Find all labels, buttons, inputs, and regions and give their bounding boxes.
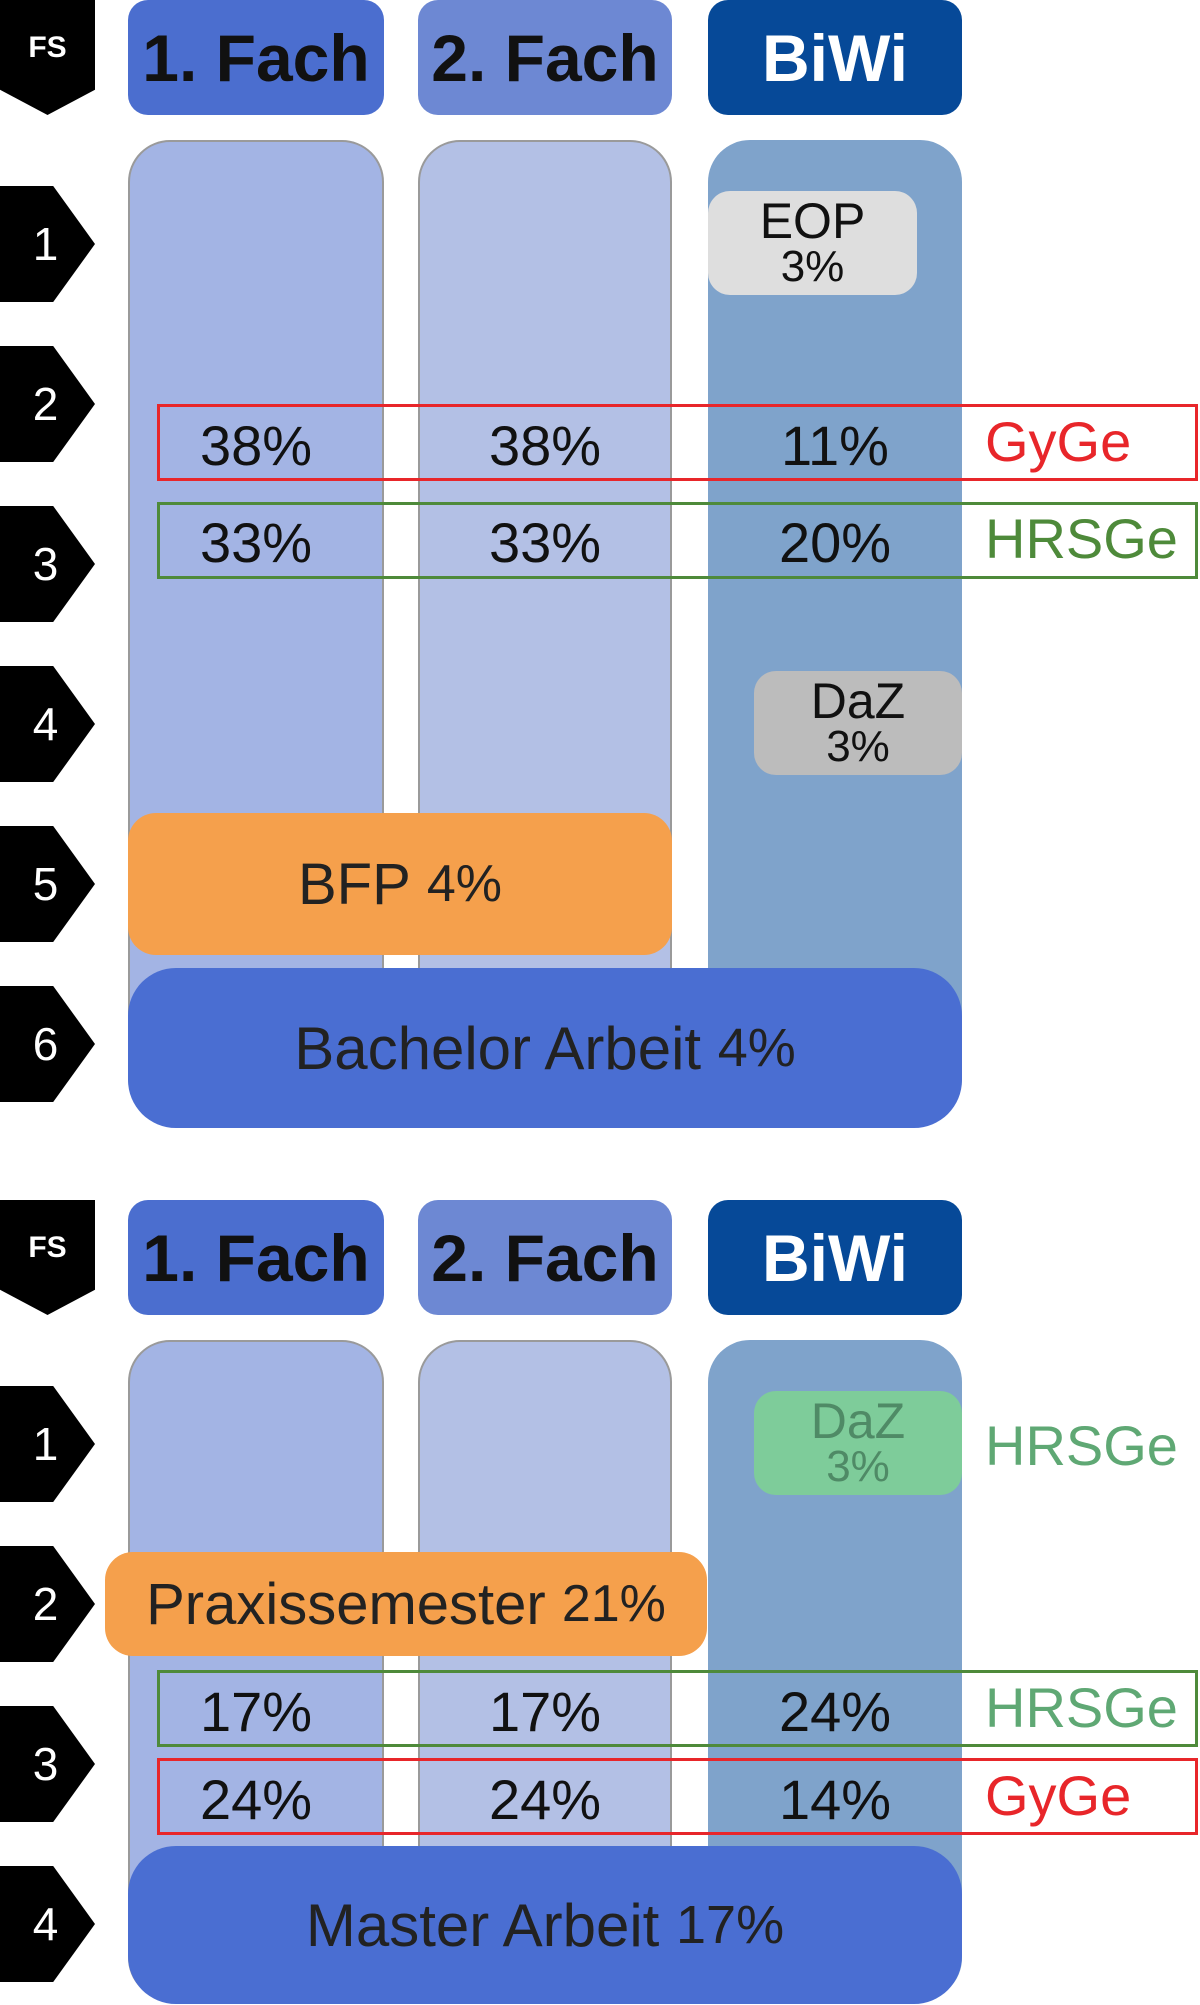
semester-number: 2 xyxy=(32,1578,59,1630)
header-fach-2: 2. Fach xyxy=(418,1200,672,1315)
column-fach-2 xyxy=(418,140,672,1120)
gyge-label: GyGe xyxy=(985,410,1132,473)
semester-marker: 3 xyxy=(0,1706,95,1822)
bfp-name: BFP xyxy=(297,851,411,917)
fach2-gyge-percent: 38% xyxy=(488,414,602,477)
bfp-percent: 4% xyxy=(426,855,503,913)
semester-number: 4 xyxy=(32,1898,59,1950)
biwi-gyge-percent: 11% xyxy=(781,414,889,477)
gyge-label: GyGe xyxy=(985,1764,1132,1827)
semester-marker: 1 xyxy=(0,186,95,302)
fach1-hrsge-percent: 17% xyxy=(199,1680,313,1743)
semester-number: 6 xyxy=(32,1018,59,1070)
header-biwi: BiWi xyxy=(708,1200,962,1315)
semester-number: 1 xyxy=(32,218,59,270)
fach2-hrsge-percent: 17% xyxy=(488,1680,602,1743)
eop-block: EOP 3% xyxy=(708,191,917,295)
daz-percent: 3% xyxy=(826,721,890,771)
column-fach-1 xyxy=(128,140,384,1120)
semester-marker: 6 xyxy=(0,986,95,1102)
gyge-row-box xyxy=(157,1758,1198,1835)
fs-label: FS xyxy=(28,31,67,64)
hrsge-label: HRSGe xyxy=(985,507,1178,570)
eop-percent: 3% xyxy=(780,241,845,291)
daz-block: DaZ 3% xyxy=(754,671,962,775)
bachelor-panel: FS 1. Fach 2. Fach BiWi 1 2 3 4 5 6 EOP … xyxy=(0,0,1200,1128)
semester-marker: 2 xyxy=(0,1546,95,1662)
semester-number: 3 xyxy=(32,538,59,590)
praxissemester-block: Praxissemester 21% xyxy=(105,1552,707,1656)
daz-percent: 3% xyxy=(826,1441,890,1491)
master-thesis-block: Master Arbeit 17% xyxy=(128,1846,962,2004)
fs-label: FS xyxy=(28,1231,67,1264)
semester-marker: 2 xyxy=(0,346,95,462)
semester-marker: 3 xyxy=(0,506,95,622)
master-thesis-percent: 17% xyxy=(676,1895,785,1955)
bachelor-thesis-block: Bachelor Arbeit 4% xyxy=(128,968,962,1128)
fs-marker: FS xyxy=(0,0,95,115)
gyge-row-box xyxy=(157,404,1198,481)
semester-number: 4 xyxy=(32,698,59,750)
semester-number: 5 xyxy=(32,858,59,910)
fach1-hrsge-percent: 33% xyxy=(199,511,313,574)
bachelor-thesis-percent: 4% xyxy=(717,1018,796,1078)
master-thesis-name: Master Arbeit xyxy=(305,1891,660,1959)
column-biwi xyxy=(708,140,962,1120)
fach1-gyge-percent: 24% xyxy=(199,1768,313,1831)
semester-marker: 4 xyxy=(0,666,95,782)
hrsge-label: HRSGe xyxy=(985,1676,1178,1739)
semester-marker: 5 xyxy=(0,826,95,942)
daz-name: DaZ xyxy=(810,673,906,730)
hrsge-row-box xyxy=(157,502,1198,579)
bfp-block: BFP 4% xyxy=(128,813,672,955)
header-fach-1: 1. Fach xyxy=(128,0,384,115)
eop-name: EOP xyxy=(759,193,866,250)
daz-name: DaZ xyxy=(810,1393,906,1450)
semester-number: 1 xyxy=(32,1418,59,1470)
biwi-hrsge-percent: 20% xyxy=(778,511,892,574)
biwi-gyge-percent: 14% xyxy=(778,1768,892,1831)
header-fach-1: 1. Fach xyxy=(128,1200,384,1315)
master-panel: FS 1. Fach 2. Fach BiWi 1 2 3 4 DaZ 3% H… xyxy=(0,1200,1200,2005)
fs-marker: FS xyxy=(0,1200,95,1315)
fach2-hrsge-percent: 33% xyxy=(488,511,602,574)
semester-number: 3 xyxy=(32,1738,59,1790)
praxissemester-percent: 21% xyxy=(561,1575,666,1633)
semester-marker: 1 xyxy=(0,1386,95,1502)
biwi-hrsge-percent: 24% xyxy=(778,1680,892,1743)
semester-number: 2 xyxy=(32,378,59,430)
header-biwi: BiWi xyxy=(708,0,962,115)
bachelor-thesis-name: Bachelor Arbeit xyxy=(294,1014,702,1082)
daz-hrsge-label: HRSGe xyxy=(985,1414,1178,1477)
daz-block: DaZ 3% xyxy=(754,1391,962,1495)
fach1-gyge-percent: 38% xyxy=(199,414,313,477)
praxissemester-name: Praxissemester xyxy=(146,1571,546,1637)
hrsge-row-box xyxy=(157,1670,1198,1747)
semester-marker: 4 xyxy=(0,1866,95,1982)
fach2-gyge-percent: 24% xyxy=(488,1768,602,1831)
header-fach-2: 2. Fach xyxy=(418,0,672,115)
